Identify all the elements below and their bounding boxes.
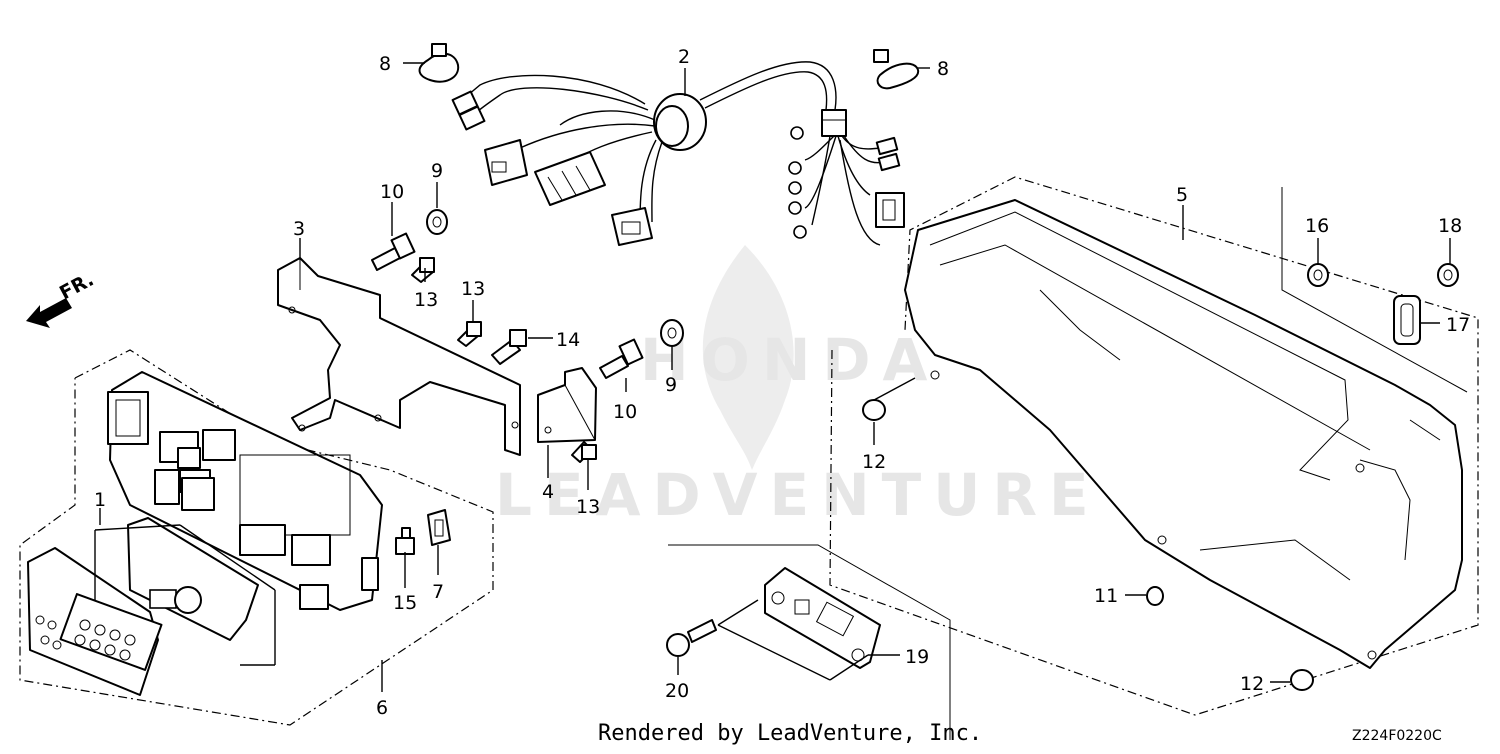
callout-8-right: 8 — [937, 58, 949, 80]
part-10-screw-upper — [371, 232, 416, 271]
front-direction-indicator: FR. — [26, 268, 97, 328]
callout-10-upper: 10 — [380, 181, 404, 203]
callout-13-a: 13 — [414, 289, 438, 311]
watermark: HONDA LEADVENTURE — [495, 245, 1101, 529]
part-15-connector — [395, 527, 415, 555]
part-17-seal — [1393, 295, 1421, 345]
callout-3: 3 — [293, 218, 305, 240]
callout-10-lower: 10 — [613, 401, 637, 423]
part-19-module — [764, 567, 881, 669]
callout-17: 17 — [1446, 314, 1470, 336]
part-11-grommet — [1146, 586, 1164, 606]
part-5-housing — [904, 199, 1463, 669]
part-6-control-panel — [107, 371, 383, 611]
part-1-switch-panel — [27, 517, 259, 696]
callout-18: 18 — [1438, 215, 1462, 237]
part-20-screw — [666, 619, 717, 657]
footer-credit: Rendered by LeadVenture, Inc. — [598, 721, 982, 746]
callout-16: 16 — [1305, 215, 1329, 237]
leader-lines — [94, 62, 1451, 692]
part-9-grommet-lower — [660, 319, 684, 347]
callout-8-left: 8 — [379, 53, 391, 75]
part-13-screw-a — [411, 257, 435, 283]
front-arrow-icon — [26, 298, 72, 328]
front-direction-label: FR. — [56, 268, 97, 304]
callout-6: 6 — [376, 697, 388, 719]
part-4-bracket — [537, 367, 597, 443]
part-9-grommet-upper — [426, 209, 448, 235]
watermark-flame-icon — [702, 245, 794, 470]
callouts: 1 2 3 4 5 6 7 8 8 9 9 10 10 11 12 12 13 … — [94, 46, 1470, 719]
part-10-screw-lower — [599, 338, 644, 379]
callout-12-lower: 12 — [1240, 673, 1264, 695]
part-8-cord-clamp-left — [418, 43, 460, 83]
callout-2: 2 — [678, 46, 690, 68]
callout-4: 4 — [542, 481, 554, 503]
part-2-wire-harness — [451, 61, 905, 246]
part-13-screw-c — [571, 441, 597, 463]
callout-19: 19 — [905, 646, 929, 668]
callout-9-lower: 9 — [665, 374, 677, 396]
diagram-code: Z224F0220C — [1352, 728, 1442, 744]
part-12-grommet-upper — [862, 399, 886, 421]
callout-20: 20 — [665, 680, 689, 702]
callout-7: 7 — [432, 581, 444, 603]
callout-15: 15 — [393, 592, 417, 614]
callout-1: 1 — [94, 489, 106, 511]
part-16-grommet — [1307, 263, 1329, 287]
callout-9-upper: 9 — [431, 160, 443, 182]
callout-12-upper: 12 — [862, 451, 886, 473]
part-13-screw-b — [457, 321, 482, 347]
callout-5: 5 — [1176, 184, 1188, 206]
callout-14: 14 — [556, 329, 580, 351]
part-3-panel-bracket — [277, 257, 521, 456]
callout-11: 11 — [1094, 585, 1118, 607]
part-18-grommet — [1437, 263, 1459, 287]
watermark-name: LEADVENTURE — [495, 461, 1101, 529]
part-7-connector — [427, 509, 451, 546]
callout-13-c: 13 — [576, 496, 600, 518]
watermark-brand: HONDA — [640, 326, 939, 394]
part-8-cord-clamp-right — [873, 49, 920, 90]
callout-13-b: 13 — [461, 278, 485, 300]
part-14-screw — [491, 329, 527, 365]
part-12-grommet-lower — [1290, 669, 1314, 691]
